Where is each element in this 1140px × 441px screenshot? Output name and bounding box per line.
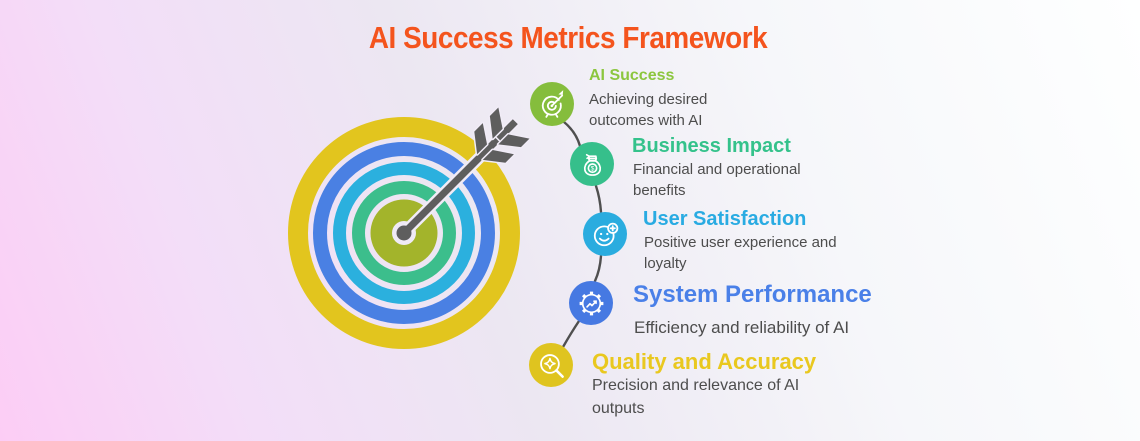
item-description-quality-accuracy: Precision and relevance of AI outputs (592, 377, 800, 417)
smiley-plus-icon (583, 212, 627, 256)
item-heading-ai-success: AI Success (589, 67, 675, 84)
magnifier-sparkle-icon (529, 343, 573, 387)
item-heading-system-performance: System Performance (633, 281, 872, 308)
gear-chart-icon (569, 281, 613, 325)
connector-lines (561, 120, 603, 349)
arrow-fletching (472, 106, 531, 165)
item-heading-business-impact: Business Impact (632, 135, 791, 157)
svg-text:$: $ (590, 165, 594, 172)
arrow-graphic (396, 106, 531, 241)
arrow-tip-dot (396, 225, 412, 241)
item-description-user-satisfaction: Positive user experience and loyalty (644, 234, 837, 273)
item-description-ai-success: Achieving desired outcomes with AI (589, 91, 708, 130)
item-description-business-impact: Financial and operational benefits (633, 161, 801, 200)
item-heading-user-satisfaction: User Satisfaction (643, 208, 807, 230)
target-arrow-icon (530, 82, 574, 126)
money-bag-icon: $ (570, 142, 614, 186)
item-description-system-performance: Efficiency and reliability of AI (634, 318, 850, 337)
page-title: AI Success Metrics Framework (368, 20, 768, 55)
item-heading-quality-accuracy: Quality and Accuracy (592, 349, 817, 374)
connector-2-3 (594, 184, 603, 214)
connector-4-5 (561, 319, 581, 349)
connector-1-2 (562, 120, 582, 148)
connector-3-4 (593, 254, 603, 283)
